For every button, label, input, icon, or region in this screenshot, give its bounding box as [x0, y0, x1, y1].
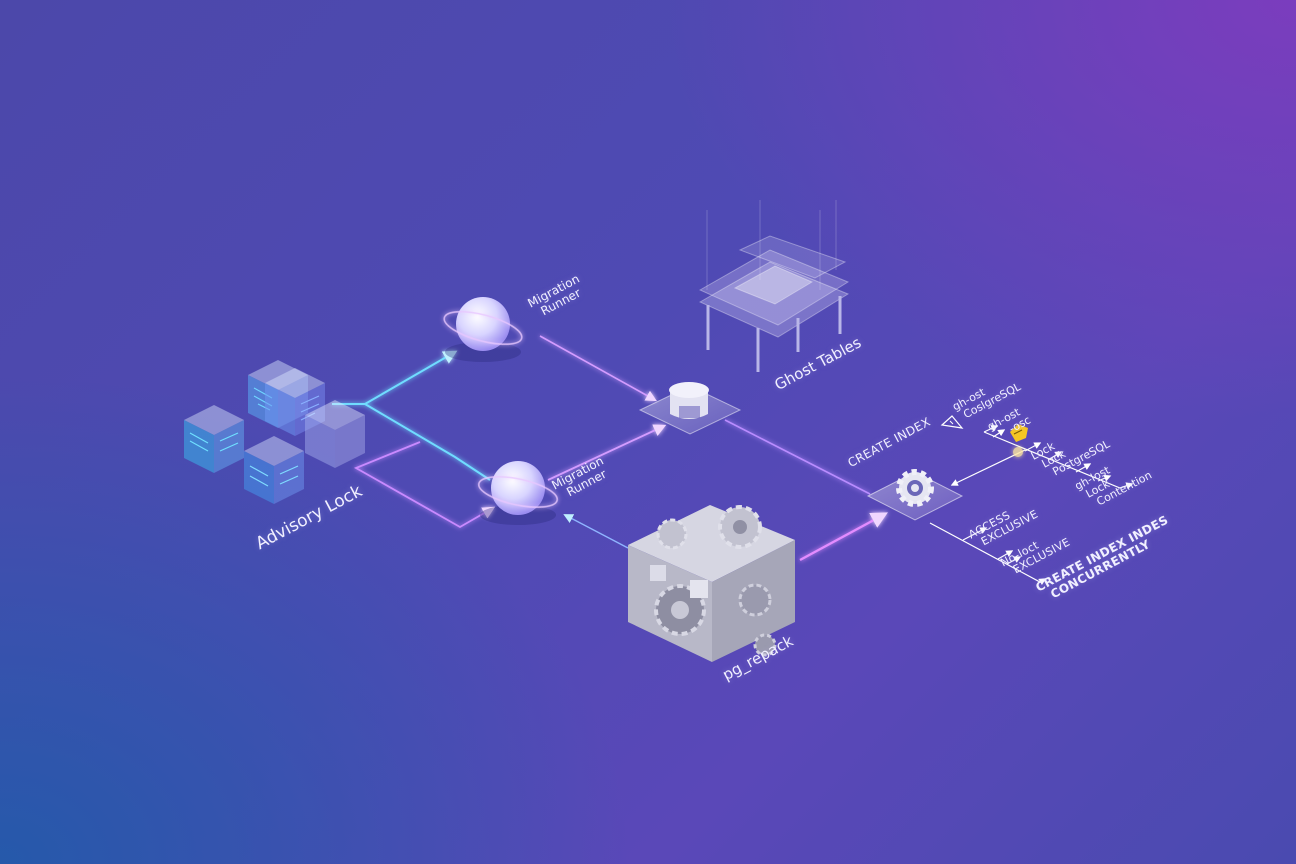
gear-icon: [866, 469, 964, 521]
flow-lock-to-runner-bottom: [353, 441, 496, 529]
flow-runner-top-to-db: [539, 335, 657, 402]
lower-lock-branch: [929, 522, 1047, 586]
flow-lock-to-runner-top: [332, 350, 491, 481]
stacked-glass-tables-icon: [698, 200, 850, 372]
branch-junction-glow: [1013, 447, 1023, 457]
flow-db-to-hub: [724, 419, 871, 495]
warning-triangle-icon: [940, 415, 964, 429]
sphere-ring-icon: [443, 297, 523, 362]
sphere-ring-icon: [477, 461, 559, 525]
flow-repack-to-runner: [563, 514, 629, 549]
flow-runner-bottom-to-db: [547, 424, 667, 481]
glass-circuit-cubes-icon: [184, 360, 365, 504]
warning-badge-icon: [1010, 424, 1028, 442]
gear-cube-icon: [628, 505, 795, 662]
database-cylinder-icon: [638, 382, 742, 435]
upper-lock-branch: [950, 425, 1134, 490]
flow-repack-to-hub: [799, 512, 888, 562]
